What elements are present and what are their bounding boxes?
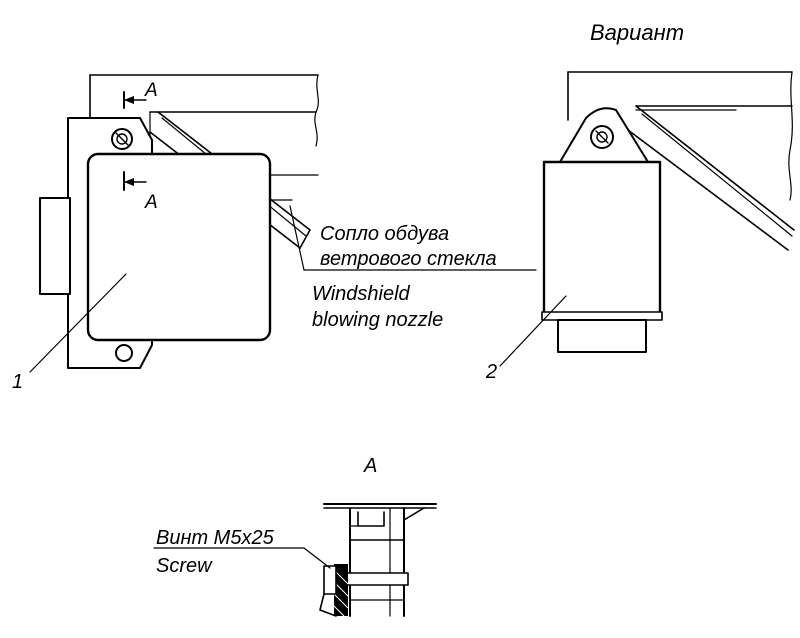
section-a-label-top: A <box>144 80 158 101</box>
leader-nozzle <box>289 205 537 271</box>
bolt-hole-icon <box>115 344 133 362</box>
view-a-detail <box>153 503 437 617</box>
screw-label-en: Screw <box>156 555 213 577</box>
screw-m5x25 <box>319 564 349 617</box>
side-connector <box>39 197 71 295</box>
section-a-markers <box>123 91 147 191</box>
section-a-label-bottom: A <box>144 192 158 213</box>
right-assembly-variant <box>499 71 795 367</box>
unit-item-2-flange <box>541 311 663 321</box>
unit-item-2-base <box>557 319 647 353</box>
right-frame-panel <box>567 71 793 201</box>
left-frame-panel <box>89 74 319 147</box>
variant-label: Вариант <box>590 20 684 45</box>
left-assembly <box>29 74 537 373</box>
leader-item-2 <box>499 295 567 367</box>
nozzle-label-en-2: blowing nozzle <box>312 309 443 331</box>
screw-label-ru: Винт М5x25 <box>156 527 275 549</box>
leader-item-1 <box>29 273 127 373</box>
unit-item-2 <box>542 160 662 316</box>
view-a-label: A <box>363 455 377 477</box>
leader-screw <box>153 547 331 569</box>
nozzle-label-ru-1: Сопло обдува <box>320 223 449 245</box>
nozzle-label-en-1: Windshield <box>312 283 411 305</box>
item-2-label: 2 <box>485 361 497 383</box>
unit-item-1 <box>86 152 272 342</box>
nozzle-label-ru-2: ветрового стекла <box>320 248 497 270</box>
item-1-label: 1 <box>12 371 23 393</box>
right-windshield-nozzle <box>627 105 795 251</box>
